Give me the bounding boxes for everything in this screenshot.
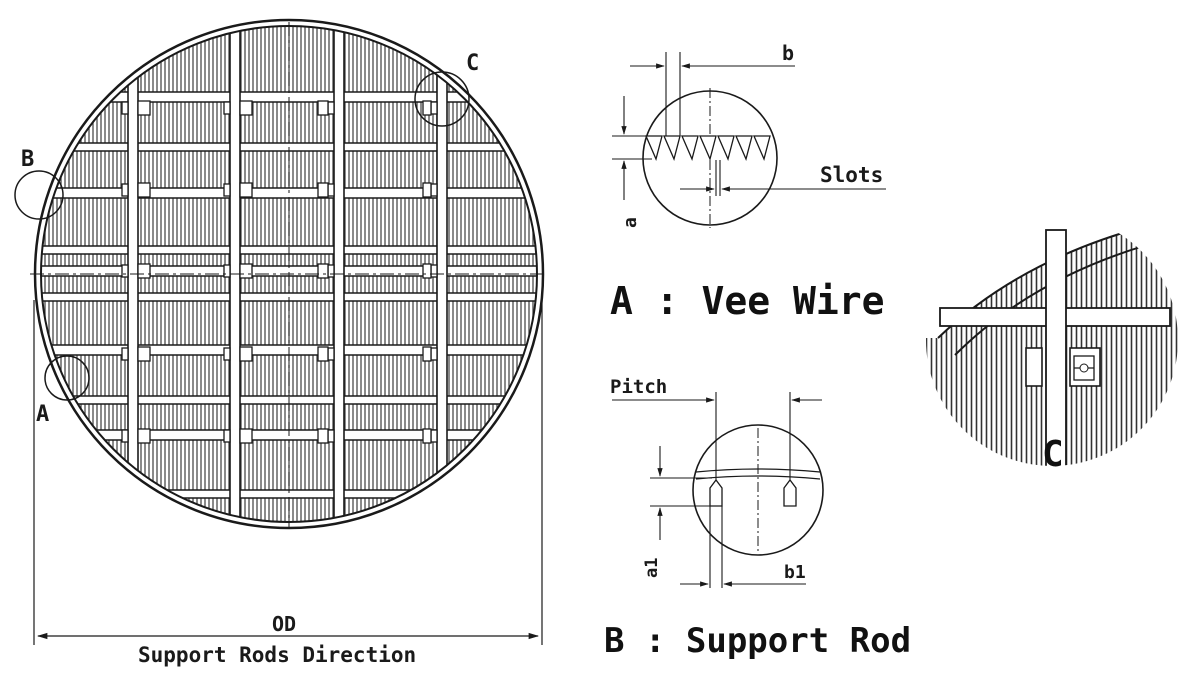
callout-circle-a bbox=[44, 355, 90, 401]
callout-circle-c bbox=[414, 71, 470, 127]
callout-circle-b bbox=[14, 170, 64, 220]
slots-label: Slots bbox=[820, 163, 883, 187]
detail-c-title: C bbox=[1042, 434, 1064, 475]
dim-b-label: b bbox=[782, 41, 794, 65]
detail-a-title: A : Vee Wire bbox=[610, 279, 885, 323]
dim-a-label: a bbox=[620, 217, 641, 228]
callout-label-c: C bbox=[466, 51, 479, 76]
detail-a-vee-wire: b a Slots A : Vee Wire bbox=[610, 41, 886, 323]
callout-label-a: A bbox=[36, 402, 49, 427]
detail-b-title: B : Support Rod bbox=[604, 621, 911, 661]
direction-label: Support Rods Direction bbox=[138, 643, 416, 667]
pitch-label: Pitch bbox=[610, 376, 667, 398]
dim-b1-label: b1 bbox=[784, 562, 806, 583]
detail-c-edge: C bbox=[922, 210, 1180, 475]
main-filter-view: B A C OD Support Rods Direction bbox=[14, 18, 548, 667]
detail-b-support-rod: Pitch a1 b1 B : Support Rod bbox=[604, 376, 911, 661]
od-label: OD bbox=[272, 612, 296, 636]
callout-label-b: B bbox=[21, 147, 34, 172]
support-rod-right bbox=[783, 478, 797, 507]
support-rod-left bbox=[709, 478, 723, 507]
dim-a1-label: a1 bbox=[642, 558, 662, 578]
detail-c-circle bbox=[922, 210, 1180, 470]
